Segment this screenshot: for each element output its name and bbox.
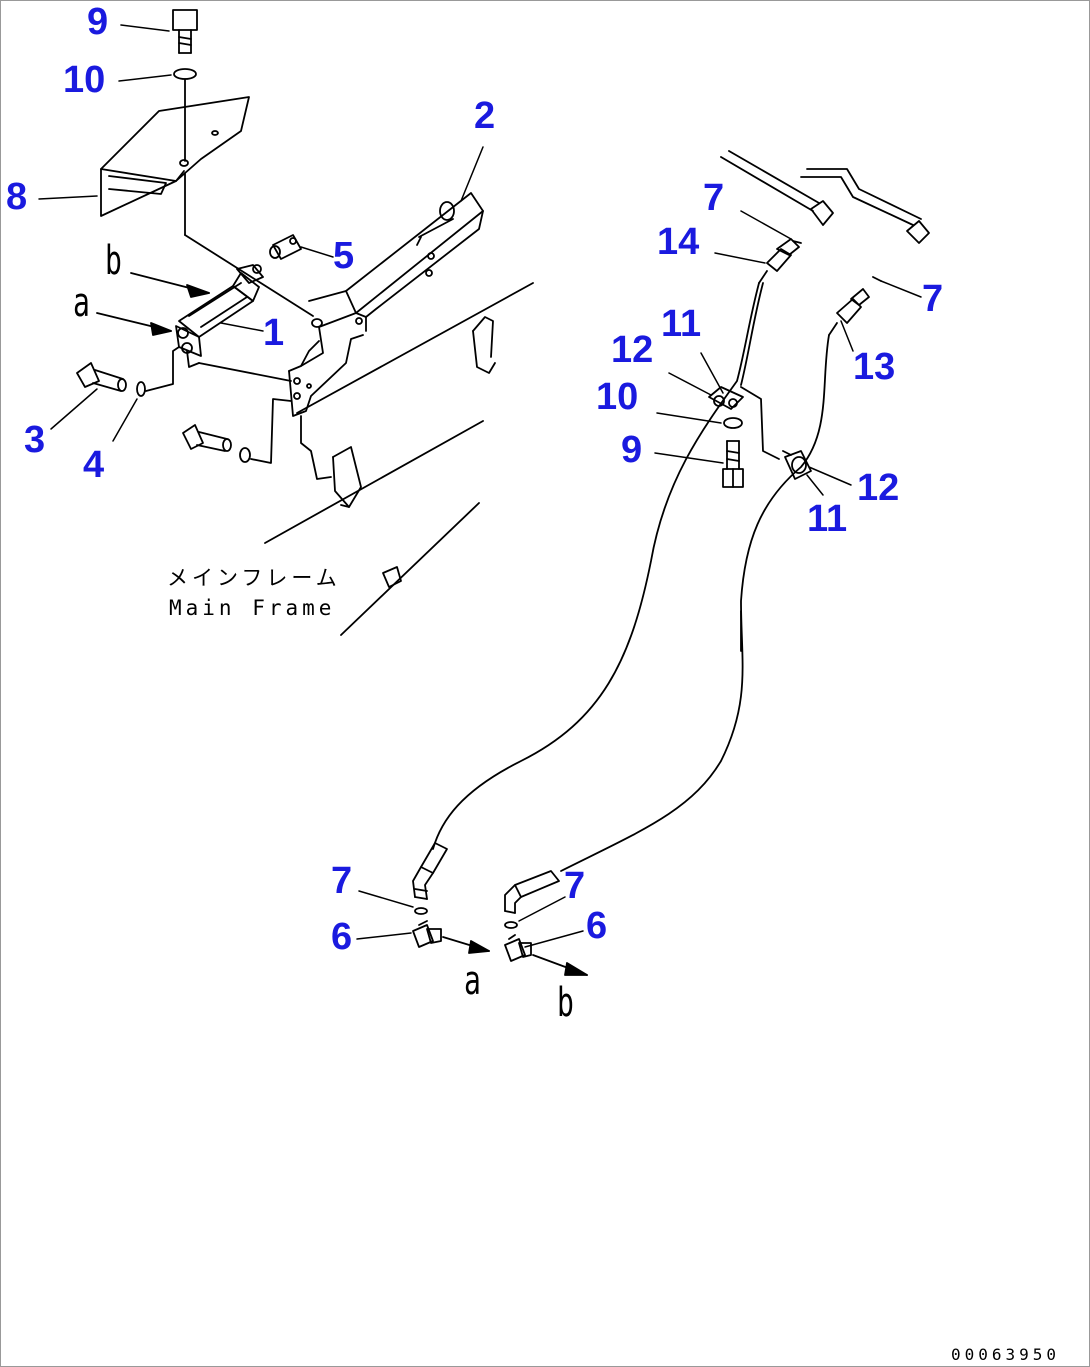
hose-left-part	[740, 282, 764, 386]
reference-letter-a: a	[464, 958, 481, 1004]
hose-end-left	[412, 842, 448, 900]
hose-left-part	[432, 282, 760, 850]
cover-plate-part	[100, 96, 250, 217]
callout-2: 2	[474, 95, 496, 137]
callout-6: 6	[331, 916, 353, 958]
clamp-upper-part	[708, 386, 780, 460]
elbow-fitting-left	[412, 920, 442, 948]
tube-upper-left	[720, 150, 834, 226]
arrow-b-top	[130, 272, 210, 298]
bolt-top-part	[172, 9, 198, 54]
assembly-axis-line	[198, 362, 292, 382]
o-ring-part	[414, 907, 428, 915]
callout-7: 7	[922, 278, 944, 320]
washer-4-part	[136, 381, 146, 397]
main-frame-label-english: Main Frame	[169, 596, 336, 620]
clamp-lower-part	[782, 450, 812, 480]
adapter-5-part	[269, 234, 302, 260]
callout-11: 11	[807, 498, 848, 540]
callout-10: 10	[63, 59, 106, 101]
leader-lines	[38, 24, 922, 948]
callout-13: 13	[853, 346, 896, 388]
hose-end-right	[504, 870, 560, 914]
assembly-axis-line	[184, 234, 314, 317]
callout-9: 9	[621, 429, 643, 471]
main-frame-outline	[264, 282, 534, 636]
callout-7: 7	[331, 860, 353, 902]
callout-7: 7	[703, 177, 725, 219]
bracket-part	[288, 192, 484, 417]
callout-4: 4	[83, 444, 105, 486]
tube-upper-right	[800, 168, 930, 244]
washer-right-part	[723, 417, 743, 429]
bolt-lower-part	[182, 424, 251, 463]
callout-6: 6	[586, 905, 608, 947]
hose-fitting-14	[758, 238, 800, 284]
callout-12: 12	[857, 467, 900, 509]
callout-9: 9	[87, 1, 109, 43]
callout-1: 1	[263, 312, 285, 354]
hose-fitting-13	[828, 288, 870, 336]
callout-7: 7	[564, 865, 586, 907]
callout-14: 14	[657, 221, 700, 263]
bolt-right-part	[722, 440, 744, 488]
callout-5: 5	[333, 235, 355, 277]
callout-3: 3	[24, 419, 46, 461]
hose-right-part	[560, 334, 830, 872]
arrow-b-bottom	[532, 954, 588, 976]
callout-10: 10	[596, 376, 639, 418]
reference-letter-a: a	[73, 280, 90, 326]
elbow-fitting-right	[504, 934, 532, 962]
main-frame-label-japanese: メインフレーム	[167, 566, 341, 590]
o-ring-part	[504, 921, 518, 929]
assembly-axis-line	[145, 346, 180, 392]
assembly-axis-line	[250, 398, 292, 464]
callout-11: 11	[661, 303, 702, 345]
reference-letter-b: b	[557, 980, 574, 1026]
reference-letter-b: b	[105, 238, 122, 284]
document-number: 00063950	[951, 1345, 1061, 1364]
valve-assembly-part	[175, 264, 264, 368]
arrow-a-bottom	[442, 936, 490, 954]
o-ring-part	[872, 276, 882, 282]
arrow-a-top	[96, 312, 172, 336]
callout-12: 12	[611, 329, 654, 371]
washer-top-part	[173, 68, 197, 80]
callout-8: 8	[6, 176, 28, 218]
bolt-3-part	[76, 362, 127, 392]
